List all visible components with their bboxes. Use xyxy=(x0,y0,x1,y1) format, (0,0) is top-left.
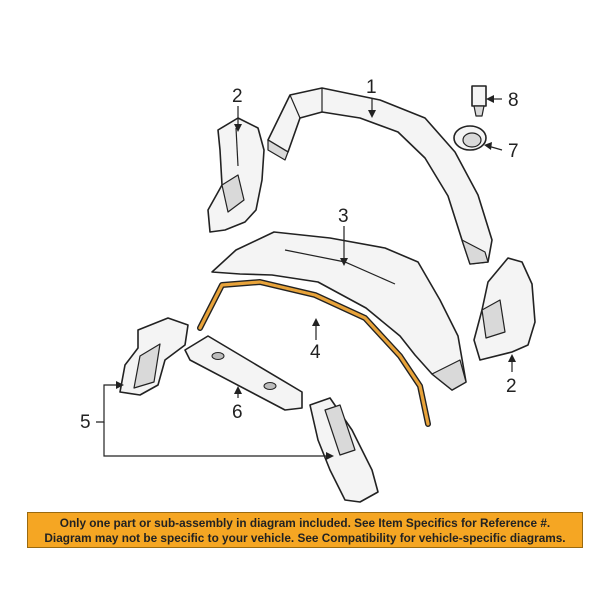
callout-5: 5 xyxy=(80,412,91,433)
part-2-right-trim xyxy=(473,257,536,361)
part-2-left-trim xyxy=(207,117,265,233)
part-5-bracket-left xyxy=(119,317,189,396)
callout-7: 7 xyxy=(508,141,519,162)
disclaimer-line-2: Diagram may not be specific to your vehi… xyxy=(44,531,566,545)
part-6-floor-plate xyxy=(184,335,303,411)
part-1-roll-bar xyxy=(267,87,493,265)
callout-2-left: 2 xyxy=(232,86,243,107)
callout-1: 1 xyxy=(366,77,377,98)
disclaimer-banner: Only one part or sub-assembly in diagram… xyxy=(27,512,583,548)
part-7-cap xyxy=(453,125,487,151)
callout-3: 3 xyxy=(338,206,349,227)
callout-8: 8 xyxy=(508,90,519,111)
callout-4: 4 xyxy=(310,342,321,363)
part-4-weatherstrip xyxy=(197,279,431,427)
disclaimer-line-1: Only one part or sub-assembly in diagram… xyxy=(59,516,551,530)
part-8-clip xyxy=(471,85,487,117)
part-5-bracket-right xyxy=(309,397,379,503)
callout-2-right: 2 xyxy=(506,376,517,397)
leader-lines xyxy=(96,95,516,460)
callout-6: 6 xyxy=(232,402,243,423)
